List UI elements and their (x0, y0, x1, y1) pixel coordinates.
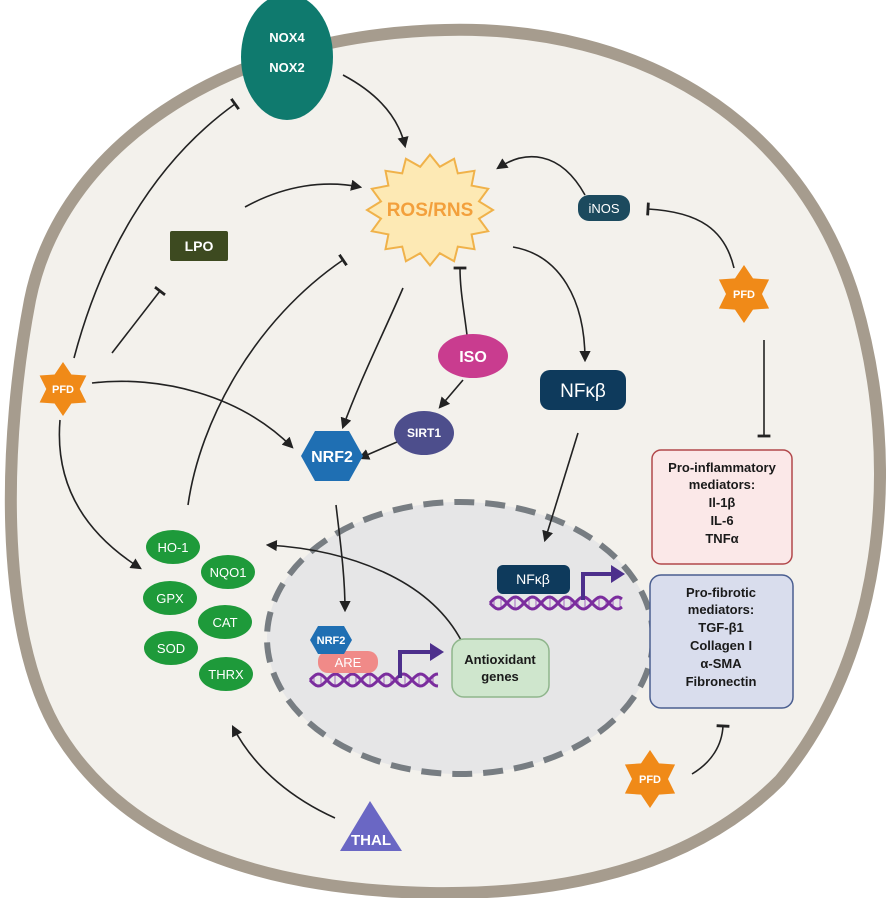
arrow-nfkb-gene (542, 432, 579, 543)
pfd-star-left: PFD (39, 362, 87, 416)
antioxidant-ho1 (146, 530, 200, 564)
transcription-arrow-nfkb (581, 572, 613, 600)
lpo-label: LPO (185, 238, 214, 254)
nfkb-label: NFκβ (560, 381, 606, 402)
nfkb-box (540, 370, 626, 410)
are-box (318, 651, 378, 673)
sirt1-node (394, 411, 454, 455)
pro-fibrotic-title-1: Pro-fibrotic (686, 585, 756, 600)
pfd-star-bottom-right: PFD (624, 750, 676, 808)
pfd-label-top-right: PFD (733, 289, 755, 301)
nrf2-small-hexagon (310, 626, 352, 654)
pfd-star-top-right: PFD (718, 265, 770, 323)
pro-inflammatory-item: Il-1β (709, 495, 736, 510)
pro-inflammatory-item: IL-6 (710, 513, 733, 528)
arrow-lpo-ros (244, 179, 363, 208)
thal-label: THAL (351, 832, 391, 849)
antioxidant-label: GPX (156, 591, 184, 606)
transcription-arrowhead-nfkb (611, 565, 625, 583)
inhibit-pfd-nox (73, 97, 240, 359)
pfd-star-shape (718, 265, 770, 323)
antioxidant-label: THRX (208, 667, 244, 682)
ros-label: ROS/RNS (387, 200, 474, 221)
antioxidant-nqo1 (201, 555, 255, 589)
arrow-genes-antioxidants (265, 539, 463, 643)
arrow-pfd-antioxidants (58, 419, 142, 570)
pro-inflammatory-item: TNFα (705, 531, 738, 546)
nfkb-small-box (497, 565, 570, 594)
antioxidant-label: SOD (157, 641, 185, 656)
arrow-iso-sirt1 (438, 379, 464, 409)
inhibit-pfd-fibrotic (691, 724, 730, 775)
ros-burst (365, 153, 495, 267)
transcription-arrowhead-nrf2 (430, 643, 444, 661)
nox4-label: NOX4 (269, 30, 305, 45)
arrow-sirt1-nrf2 (357, 441, 398, 460)
sirt1-label: SIRT1 (407, 426, 441, 440)
inos-box (578, 195, 630, 221)
dna-strand-nrf2 (308, 672, 439, 688)
pro-fibrotic-box (649, 574, 794, 709)
pfd-label-left: PFD (52, 384, 74, 396)
nox2-label: NOX2 (269, 60, 304, 75)
inos-label: iNOS (588, 201, 619, 216)
antioxidant-sod (144, 631, 198, 665)
arrow-ros-nfkb (512, 246, 591, 363)
pro-inflammatory-title-1: Pro-inflammatory (668, 460, 776, 475)
antioxidant-label: HO-1 (157, 540, 188, 555)
arrow-thal-antioxidants (231, 725, 336, 819)
inhibit-pfd-inos (646, 202, 735, 269)
pfd-star-shape (39, 362, 87, 416)
arrow-pfd-nrf2 (91, 380, 294, 449)
pro-fibrotic-item: α-SMA (700, 656, 742, 671)
pro-fibrotic-item: TGF-β1 (698, 620, 744, 635)
antioxidant-thrx (199, 657, 253, 691)
antioxidant-genes-line1: Antioxidant (464, 652, 536, 667)
pro-fibrotic-item: Fibronectin (686, 674, 757, 689)
iso-node (438, 334, 508, 378)
nrf2-hexagon (301, 431, 363, 481)
thal-triangle (340, 801, 402, 851)
inhibit-iso-ros (453, 266, 468, 336)
antioxidant-cat (198, 605, 252, 639)
antioxidant-genes-box (451, 638, 550, 698)
nfkb-small-label: NFκβ (516, 571, 550, 587)
pfd-star-shape (624, 750, 676, 808)
inhibit-antioxidants-ros (187, 253, 348, 506)
iso-label: ISO (459, 349, 487, 366)
nox-enzyme (241, 0, 333, 120)
antioxidant-genes-line2: genes (481, 669, 519, 684)
are-label: ARE (335, 655, 362, 670)
antioxidant-label: CAT (212, 615, 237, 630)
nrf2-label: NRF2 (311, 449, 353, 466)
pro-inflammatory-box (651, 449, 793, 565)
inhibit-pfd-lpo (111, 285, 166, 354)
arrow-inos-ros (496, 156, 586, 196)
dna-strand-nfkb (488, 595, 623, 611)
arrow-nox-ros (342, 74, 409, 149)
antioxidant-label: NQO1 (210, 565, 247, 580)
transcription-arrow-nrf2 (398, 650, 432, 678)
antioxidant-cluster: HO-1 NQO1 GPX CAT SOD THRX (143, 530, 255, 691)
pro-fibrotic-item: Collagen I (690, 638, 752, 653)
pro-fibrotic-title-2: mediators: (688, 602, 754, 617)
lpo-box (170, 231, 228, 261)
arrow-ros-nrf2 (340, 287, 404, 430)
pfd-label-bottom-right: PFD (639, 774, 661, 786)
pro-inflammatory-title-2: mediators: (689, 477, 755, 492)
antioxidant-gpx (143, 581, 197, 615)
nrf2-small-label: NRF2 (317, 635, 346, 647)
